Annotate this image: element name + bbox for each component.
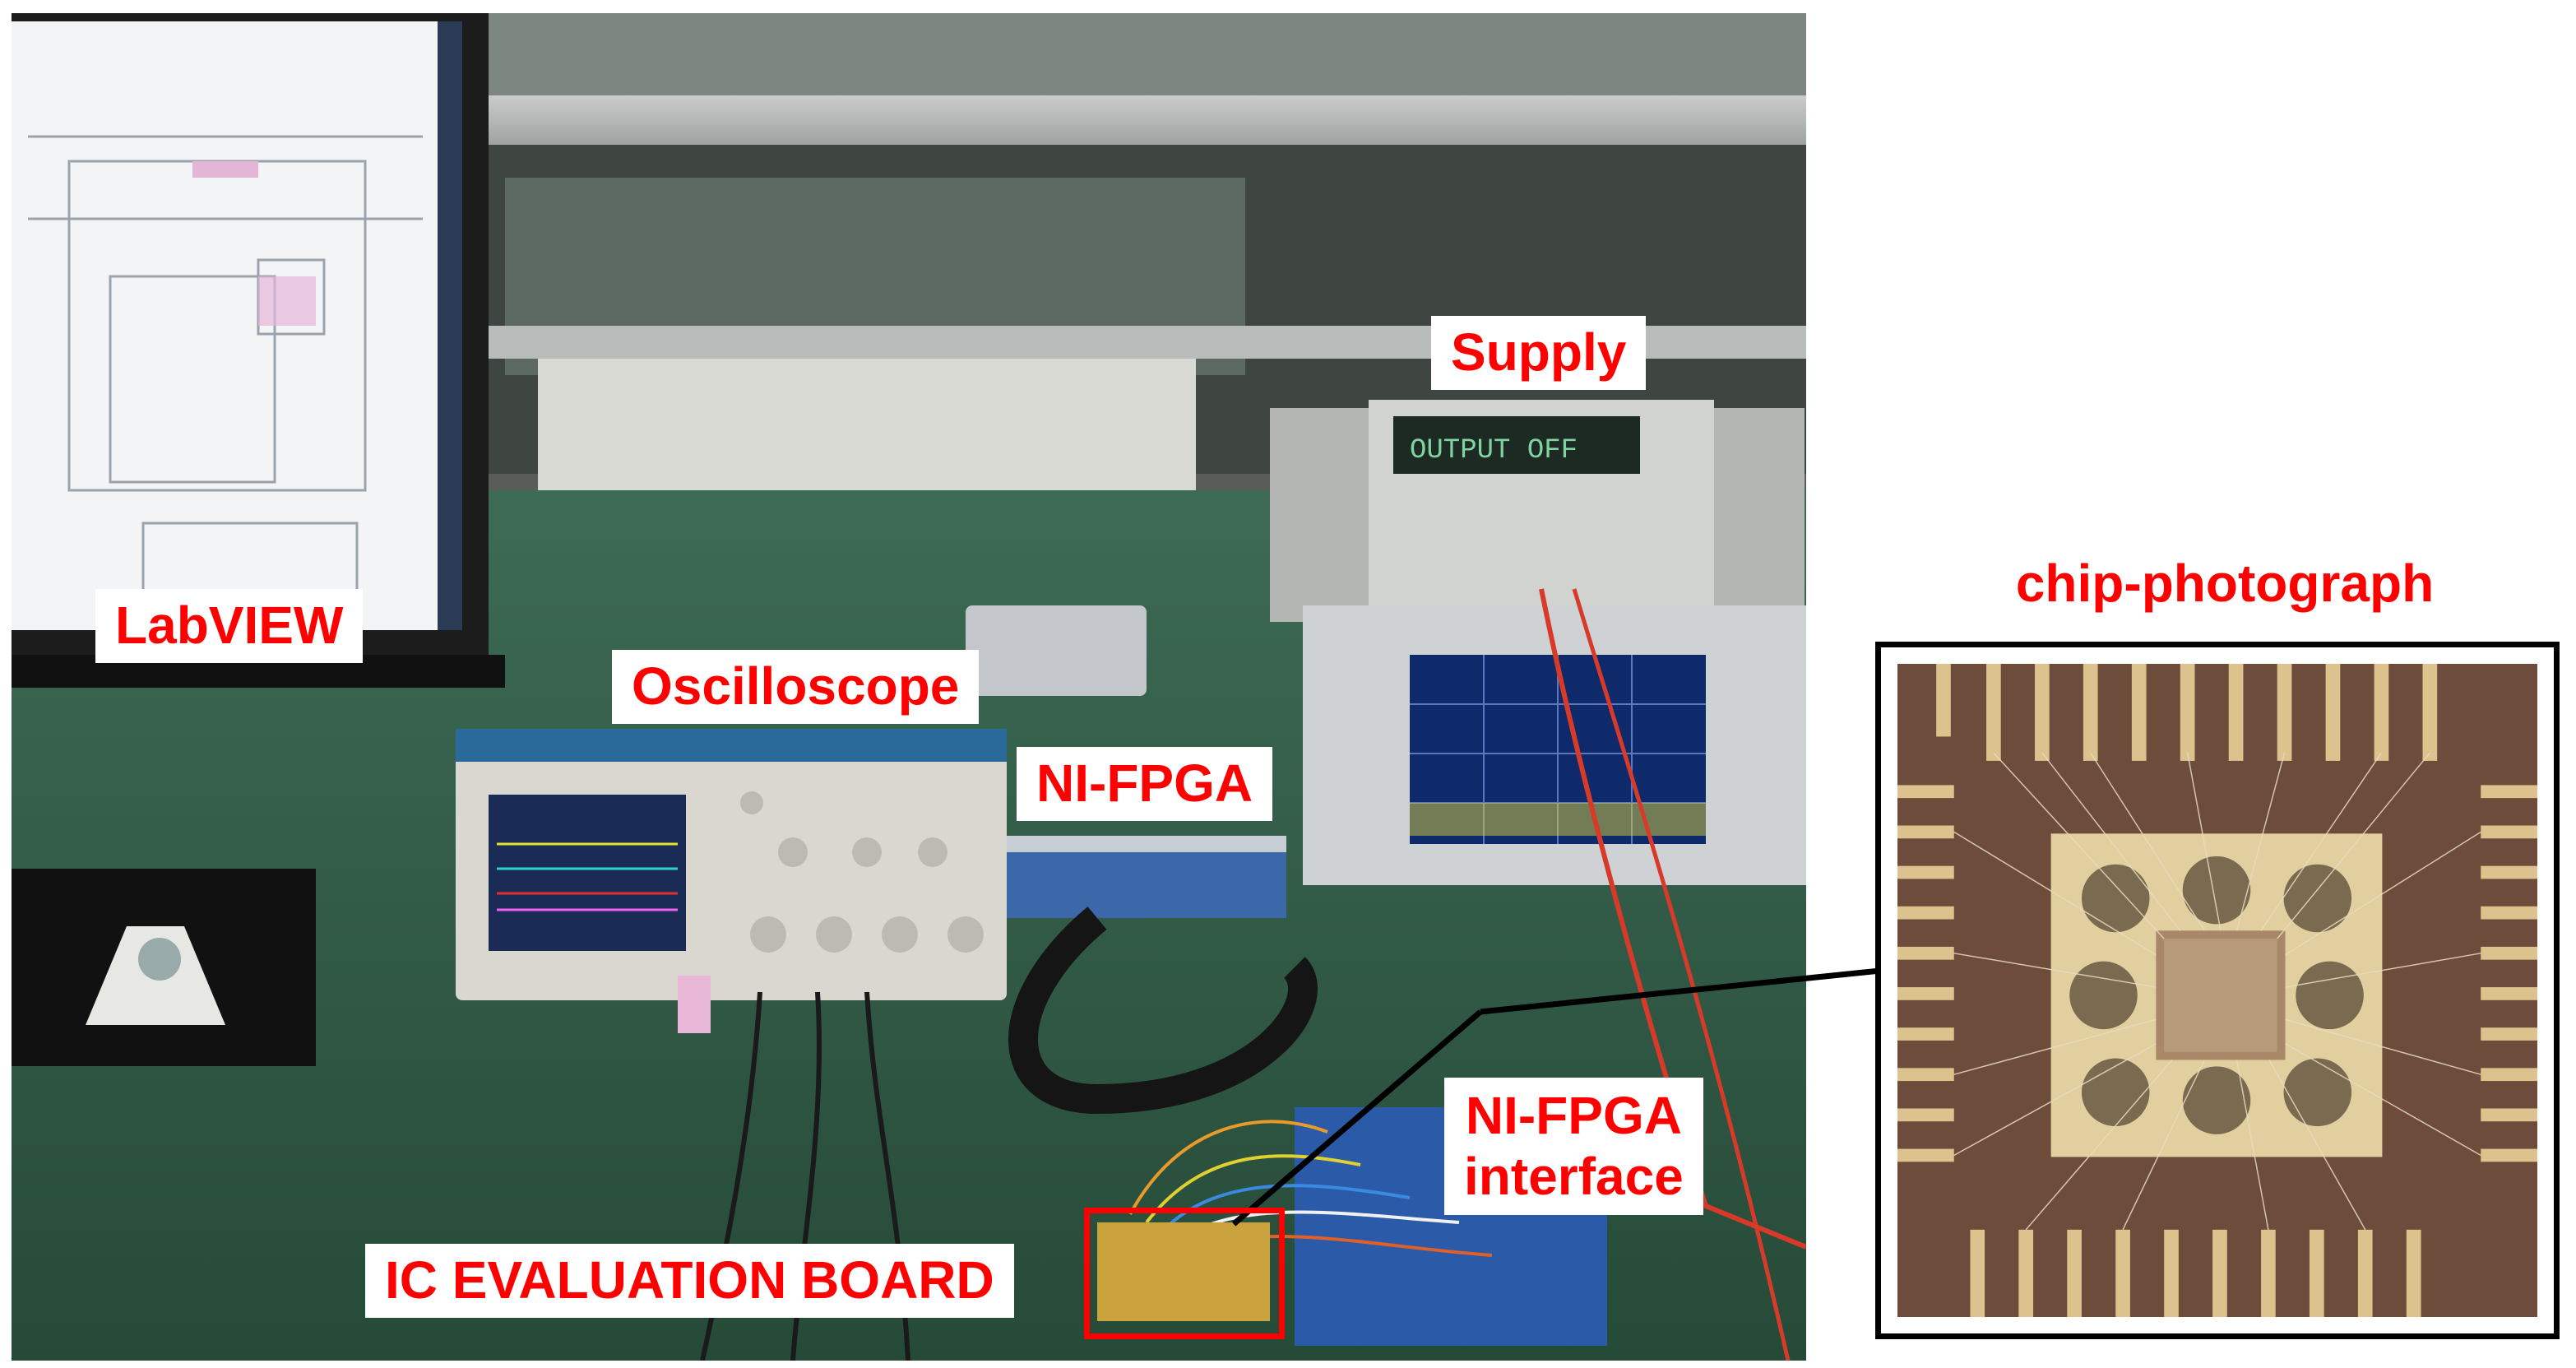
ni-fpga-interface-line1: NI-FPGA <box>1465 1086 1682 1145</box>
supply-label: Supply <box>1431 316 1647 390</box>
chip-photograph-frame <box>1875 642 2560 1339</box>
ic-evaluation-board-label: IC EVALUATION BOARD <box>365 1244 1014 1318</box>
chip-photograph-image <box>1897 664 2537 1317</box>
ni-fpga-interface-label: NI-FPGA interface <box>1444 1078 1703 1216</box>
chip-photograph-title: chip-photograph <box>2015 554 2435 613</box>
labview-label: LabVIEW <box>95 589 364 663</box>
ni-fpga-label: NI-FPGA <box>1017 747 1273 821</box>
ni-fpga-interface-line2: interface <box>1464 1146 1684 1206</box>
ic-evaluation-board-highlight <box>1084 1208 1285 1339</box>
supply-display-text: OUTPUT OFF <box>1410 435 1578 466</box>
oscilloscope-label: Oscilloscope <box>612 650 980 724</box>
